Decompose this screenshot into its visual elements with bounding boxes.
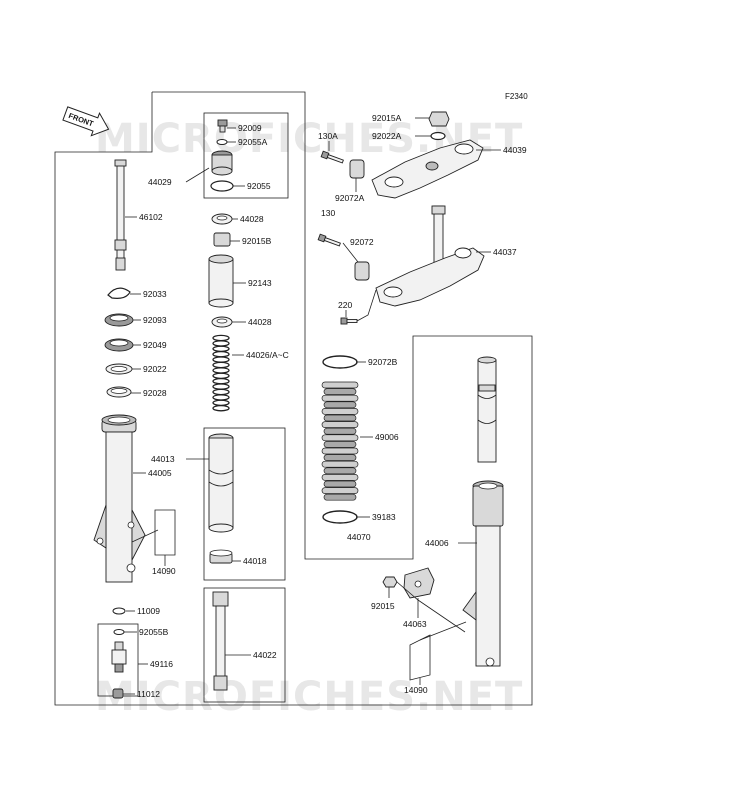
upper-bracket-part <box>371 139 484 199</box>
front-arrow-icon: FRONT <box>62 106 110 137</box>
drain-valve-part <box>111 641 127 673</box>
nut-92015-part <box>382 576 398 588</box>
outer-tube-right-part <box>462 480 504 667</box>
clamp-a-part <box>349 159 365 179</box>
cap-small-part <box>112 688 124 699</box>
label-44039: 44039 <box>503 145 527 155</box>
reflector-plate-right-part <box>409 634 431 681</box>
label-92055: 92055 <box>247 181 271 191</box>
lower-bracket-part <box>375 205 485 307</box>
label-44005: 44005 <box>148 468 172 478</box>
label-49116: 49116 <box>150 659 173 669</box>
inner-tube-right-part <box>477 356 497 463</box>
watermark-bottom: MICROFICHES.NET <box>95 674 523 720</box>
inner-tube-part <box>208 433 234 533</box>
bolt-part <box>217 119 228 133</box>
label-44022: 44022 <box>253 650 277 660</box>
label-14090-right: 14090 <box>404 685 428 695</box>
o-ring-small-part <box>113 629 125 635</box>
label-92072: 92072 <box>350 237 374 247</box>
bolt-130A-part <box>320 150 344 164</box>
reflector-plate-left-part <box>154 509 176 556</box>
label-44006: 44006 <box>425 538 449 548</box>
label-92015: 92015 <box>371 601 395 611</box>
collar-part <box>208 254 234 308</box>
label-92055A: 92055A <box>238 137 268 147</box>
label-92022A: 92022A <box>372 131 402 141</box>
cylinder-group-frame <box>203 587 286 703</box>
stem-washer-part <box>430 131 446 141</box>
fork-boot-part <box>321 381 359 501</box>
label-44018: 44018 <box>243 556 267 566</box>
label-92093: 92093 <box>143 315 167 325</box>
inner-tube-group-frame <box>203 427 286 581</box>
cap-group-frame <box>203 112 289 199</box>
spring-seat-bottom-part <box>211 316 233 328</box>
label-44029: 44029 <box>148 177 172 187</box>
label-92028: 92028 <box>143 388 167 398</box>
label-46102: 46102 <box>139 212 163 222</box>
label-220: 220 <box>338 300 352 310</box>
label-11012: 11012 <box>137 689 160 699</box>
label-92015A: 92015A <box>372 113 402 123</box>
label-49006: 49006 <box>375 432 399 442</box>
label-44026: 44026/A~C <box>246 350 289 360</box>
bolt-130-part <box>317 233 341 247</box>
dust-seal-part <box>104 338 134 352</box>
stem-nut-part <box>428 111 450 127</box>
nut-b-part <box>213 232 231 247</box>
piston-ring-part <box>209 549 233 564</box>
label-39183: 39183 <box>372 512 396 522</box>
washer-part <box>105 363 133 375</box>
label-92072B: 92072B <box>368 357 398 367</box>
holder-part <box>403 567 435 599</box>
circlip-part <box>107 287 131 299</box>
label-92022: 92022 <box>143 364 167 374</box>
label-44013: 44013 <box>151 454 175 464</box>
figure-code: F2340 <box>505 92 528 101</box>
label-11009: 11009 <box>137 606 160 616</box>
left-fork-frame <box>54 91 533 706</box>
label-92055B: 92055B <box>139 627 169 637</box>
label-44070: 44070 <box>347 532 371 542</box>
bushing-part <box>106 386 132 398</box>
label-130A: 130A <box>318 131 338 141</box>
clamp-part <box>354 261 370 281</box>
label-92143: 92143 <box>248 278 272 288</box>
boot-clamp-top-part <box>322 355 358 369</box>
label-130: 130 <box>321 208 335 218</box>
outer-tube-left-part <box>93 414 146 583</box>
fork-spring-part <box>212 334 230 412</box>
label-44037: 44037 <box>493 247 517 257</box>
damper-rod-part <box>114 159 127 271</box>
label-92009: 92009 <box>238 123 262 133</box>
label-92033: 92033 <box>143 289 167 299</box>
label-14090-left: 14090 <box>152 566 176 576</box>
label-92072A: 92072A <box>335 193 365 203</box>
label-44028-bottom: 44028 <box>248 317 272 327</box>
cylinder-part <box>212 591 229 691</box>
screw-220-part <box>340 317 358 325</box>
label-44028-top: 44028 <box>240 214 264 224</box>
label-92049: 92049 <box>143 340 167 350</box>
boot-clamp-bottom-part <box>322 510 358 524</box>
gasket-part <box>112 607 126 615</box>
label-44063: 44063 <box>403 619 427 629</box>
spring-seat-top-part <box>211 213 233 225</box>
oil-seal-part <box>104 313 134 327</box>
label-92015B: 92015B <box>242 236 272 246</box>
o-ring-a-part <box>216 139 228 145</box>
fork-cap-part <box>211 150 233 176</box>
o-ring-part <box>210 180 234 192</box>
